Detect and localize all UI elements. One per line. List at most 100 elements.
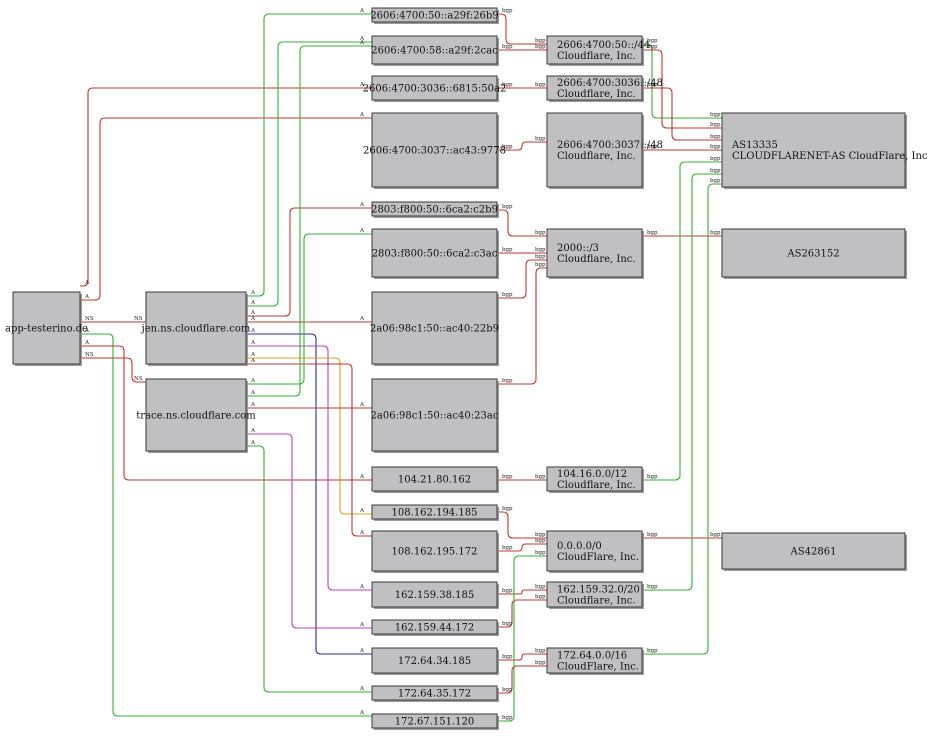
edge-app-trace: [80, 357, 146, 383]
node-box-trace: [145, 378, 247, 452]
edge-label-start-jen-ip10: A: [250, 352, 256, 358]
edge-label-end-trace-ip15: A: [359, 686, 365, 692]
edge-ip5-pf4: [497, 209, 547, 237]
node-app[interactable]: app-testerino.de: [5, 291, 88, 366]
node-label-app-0: app-testerino.de: [5, 324, 88, 335]
edge-trace-ip2: [246, 45, 372, 397]
edge-label-end-ip2-pf1: bgp: [535, 44, 546, 50]
edge-label-end-ip12-pf7: bgp: [535, 584, 546, 590]
edge-label-start-app-ip9: A: [84, 340, 90, 346]
edge-label-start-trace-ip2: A: [250, 390, 256, 396]
node-label-ip14-0: 172.64.34.185: [398, 656, 471, 667]
node-ip15[interactable]: 172.64.35.172: [371, 685, 499, 702]
node-label-ip7-0: 2a06:98c1:50::ac40:22b9: [370, 324, 499, 335]
node-box-app: [12, 291, 81, 365]
edge-label-start-ip12-pf7: bgp: [502, 588, 513, 594]
edge-label-end-trace-ip2: A: [359, 40, 365, 46]
node-ip14[interactable]: 172.64.34.185: [371, 647, 499, 675]
node-ip3[interactable]: 2606:4700:3036::6815:50a2: [363, 75, 507, 102]
edge-jen-ip11: [246, 363, 372, 537]
edge-jen-ip1: [246, 13, 372, 297]
node-label-pf3-1: Cloudflare, Inc.: [557, 151, 636, 162]
node-label-ip9-0: 104.21.80.162: [398, 475, 471, 486]
node-box-pf5: [546, 466, 643, 492]
node-box-ip9: [371, 466, 498, 492]
node-ip4[interactable]: 2606:4700:3037::ac43:9778: [363, 112, 506, 189]
edge-label-end-trace-ip8: A: [359, 402, 365, 408]
node-ip16[interactable]: 172.67.151.120: [371, 713, 499, 730]
node-box-ip16: [371, 713, 498, 729]
node-label-as2-0: AS263152: [786, 249, 839, 260]
edge-label-start-ip14-pf8: bgp: [502, 654, 513, 660]
edge-label-end-pf6-as3: bgp: [710, 532, 721, 538]
edge-label-start-pf6-as3: bgp: [647, 532, 658, 538]
node-label-ip8-0: 2a06:98c1:50::ac40:23ac: [371, 411, 499, 422]
node-trace[interactable]: trace.ns.cloudflare.com: [136, 378, 256, 453]
node-ip12[interactable]: 162.159.38.185: [371, 581, 499, 609]
edge-ip11-pf6: [497, 543, 547, 552]
edge-app-ip4: [80, 117, 372, 301]
node-jen[interactable]: jen.ns.cloudflare.com: [141, 291, 251, 366]
node-as3[interactable]: AS42861: [721, 532, 907, 571]
edge-label-end-jen-ip5: A: [359, 202, 365, 208]
node-label-as3-0: AS42861: [790, 547, 837, 558]
edge-label-end-ip8-pf4: bgp: [535, 262, 546, 268]
node-label-pf5-1: Cloudflare, Inc.: [557, 480, 636, 491]
edge-label-end-jen-ip11: A: [359, 530, 365, 536]
edge-label-start-pf1-as1: bgp: [647, 38, 658, 44]
node-box-ip4: [371, 112, 498, 188]
node-label-trace-0: trace.ns.cloudflare.com: [136, 411, 256, 422]
edge-label-end-app-ip9: A: [359, 474, 365, 480]
edge-pf1-as1: [642, 49, 722, 129]
node-box-ip8: [371, 378, 498, 452]
edge-label-end-ip15-pf8: bgp: [535, 660, 546, 666]
edge-label-end-app-ip16: A: [359, 710, 365, 716]
edge-label-start-pf8-as1: bgp: [647, 648, 658, 654]
node-box-ip6: [371, 228, 498, 278]
node-label-as1-1: CLOUDFLARENET-AS CloudFlare, Inc.: [732, 151, 928, 162]
node-as2[interactable]: AS263152: [721, 228, 907, 279]
edge-ip10-pf6: [497, 511, 547, 539]
edge-label-end-ip14-pf8: bgp: [535, 648, 546, 654]
node-ip10[interactable]: 108.162.194.185: [371, 504, 499, 521]
node-box-ip12: [371, 581, 498, 608]
node-ip2[interactable]: 2606:4700:58::a29f:2cac: [371, 35, 499, 66]
node-ip6[interactable]: 2803:f800:50::6ca2:c3ac: [371, 228, 499, 279]
edge-ip8-pf4: [497, 267, 547, 385]
edge-ip1-pf1: [497, 13, 547, 45]
edge-label-end-ip1-pf1: bgp: [535, 38, 546, 44]
node-ip7[interactable]: 2a06:98c1:50::ac40:22b9: [370, 291, 499, 366]
edge-label-start-ip7-pf4: bgp: [502, 292, 513, 298]
node-ip13[interactable]: 162.159.44.172: [371, 619, 499, 636]
node-ip5[interactable]: 2803:f800:50::6ca2:c2b9: [371, 201, 499, 218]
edge-trace-ip13: [246, 433, 372, 629]
node-label-ip5-0: 2803:f800:50::6ca2:c2b9: [371, 205, 498, 216]
edge-label-start-pf4-as2: bgp: [647, 230, 658, 236]
edge-jen-ip2: [246, 41, 372, 307]
node-ip9[interactable]: 104.21.80.162: [371, 466, 499, 493]
node-box-ip10: [371, 504, 498, 520]
edge-pf5-as1: [642, 161, 722, 481]
node-label-pf1-1: Cloudflare, Inc.: [557, 51, 636, 62]
node-ip8[interactable]: 2a06:98c1:50::ac40:23ac: [371, 378, 499, 453]
node-ip1[interactable]: 2606:4700:50::a29f:26b9: [370, 7, 499, 24]
edge-app-ip9: [80, 345, 372, 481]
node-ip11[interactable]: 108.162.195.172: [371, 530, 499, 573]
node-box-pf7: [546, 581, 643, 608]
node-box-ip15: [371, 685, 498, 701]
edge-label-end-pf2-as1: bgp: [710, 134, 721, 140]
node-label-pf8-0: 172.64.0.0/16: [557, 651, 627, 662]
node-label-pf6-1: CloudFlare, Inc.: [557, 552, 639, 563]
edge-label-end-ip13-pf7: bgp: [535, 594, 546, 600]
edge-label-start-ip1-pf1: bgp: [502, 8, 513, 14]
